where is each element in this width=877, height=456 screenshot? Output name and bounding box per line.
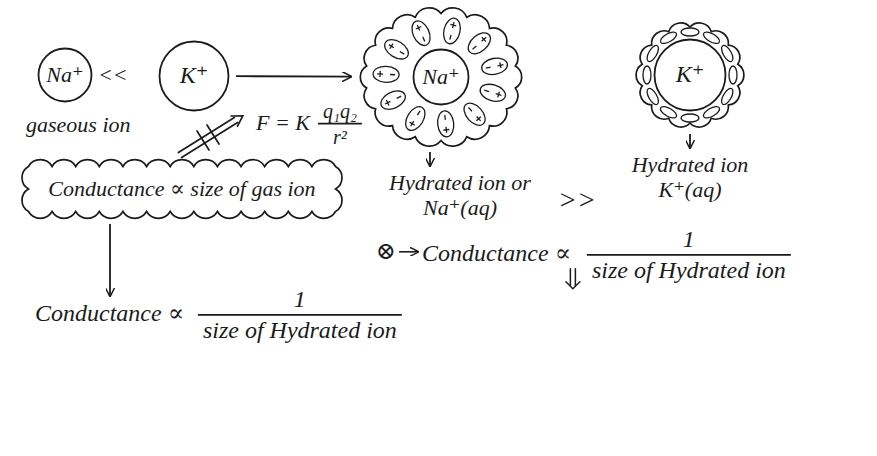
fraction-numerator: 1 — [683, 226, 695, 254]
hydrated-ion-cloud: Hydrated ion K⁺(aq)K⁺ — [632, 18, 748, 132]
label-slot: gaseous ion — [26, 112, 131, 137]
ion-symbol: K⁺ — [676, 61, 705, 89]
formula-text: F = K — [256, 110, 310, 135]
label-slot: r² — [333, 126, 347, 149]
label-slot: 1 — [294, 286, 306, 314]
fraction-bar — [587, 254, 791, 256]
water-molecule — [378, 87, 408, 113]
ion-core-circle: Na⁺ — [412, 48, 470, 106]
ion-symbol: Na⁺ — [422, 64, 459, 89]
water-molecule — [373, 66, 400, 83]
label-slot: ⊗ — [376, 238, 396, 266]
hydration-shell — [636, 23, 744, 127]
water-molecule — [441, 16, 463, 45]
comparison-sign: << — [98, 62, 128, 87]
fraction-numerator: 1 — [294, 286, 306, 314]
pointer-arrow — [429, 152, 431, 166]
label-slot: F = K — [256, 110, 310, 135]
crossed-arrow — [178, 116, 242, 158]
marker-symbol: ⊗ — [376, 238, 396, 266]
label-slot: >> — [558, 184, 596, 216]
gas-ion-circle: K⁺ — [158, 40, 230, 112]
concept-text: Conductance ∝ size of gas ion — [48, 176, 315, 201]
implies-arrow — [566, 269, 580, 289]
hydrated-ion-cloud: Hydrated ion or Na⁺(aq)Na⁺ — [356, 4, 526, 150]
water-molecule — [381, 36, 412, 63]
water-molecule — [643, 66, 651, 84]
water-molecule — [729, 66, 737, 84]
label-slot: << — [98, 62, 128, 87]
circle-outline — [414, 50, 469, 105]
water-molecule — [478, 81, 508, 104]
relation-text: Conductance ∝ — [422, 240, 571, 268]
arrow-connector — [236, 75, 351, 77]
ion-symbol: Na⁺ — [46, 62, 83, 87]
fraction-denominator: size of Hydrated ion — [592, 257, 786, 285]
label-slot: size of Hydrated ion — [203, 317, 397, 345]
water-molecule — [460, 99, 489, 129]
concept-cloud: Conductance ∝ size of gas ion — [20, 158, 344, 220]
water-molecule — [480, 56, 509, 77]
hydration-shell — [360, 8, 521, 146]
caption-text: gaseous ion — [26, 112, 131, 137]
ion-core-circle: K⁺ — [653, 38, 727, 112]
fraction-denominator: size of Hydrated ion — [203, 317, 397, 345]
circle-outline — [160, 42, 229, 111]
water-molecule — [436, 110, 455, 137]
label-slot: size of Hydrated ion — [592, 257, 786, 285]
fraction-bar — [198, 314, 402, 316]
comparison-sign: >> — [558, 184, 596, 216]
formula-text: q₁q₂ — [323, 100, 357, 123]
pointer-arrow — [689, 134, 691, 148]
water-molecule — [681, 114, 699, 122]
water-molecule — [464, 29, 494, 58]
water-molecule — [681, 28, 699, 36]
water-molecule — [408, 18, 433, 48]
cloud-outline — [22, 160, 342, 219]
formula-text: r² — [333, 126, 347, 149]
circle-outline — [655, 40, 726, 111]
label-slot: q₁q₂ — [323, 100, 357, 123]
ion-caption: Hydrated ion K⁺(aq) — [625, 152, 755, 203]
label-slot: 1 — [683, 226, 695, 254]
label-slot: Conductance ∝ — [422, 240, 571, 268]
relation-text: Conductance ∝ — [35, 300, 184, 328]
ion-symbol: K⁺ — [180, 62, 209, 90]
label-slot: Conductance ∝ — [35, 300, 184, 328]
water-molecule — [402, 103, 429, 134]
fraction-bar — [318, 123, 362, 125]
pointer-arrow — [399, 251, 418, 253]
pointer-arrow — [109, 224, 111, 296]
circle-outline — [39, 49, 92, 102]
ion-caption: Hydrated ion or Na⁺(aq) — [385, 170, 535, 221]
gas-ion-circle: Na⁺ — [37, 47, 93, 103]
